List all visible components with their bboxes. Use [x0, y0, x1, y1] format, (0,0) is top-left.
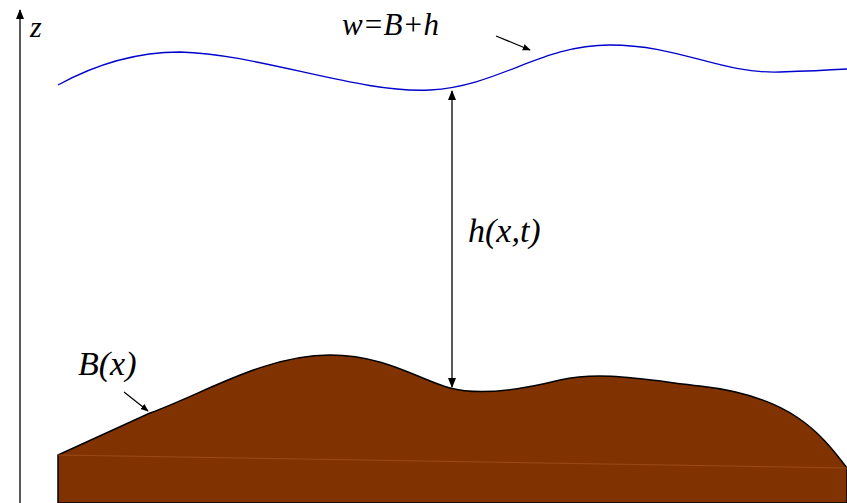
- water-surface: [58, 45, 847, 90]
- bed-edge: [58, 455, 847, 468]
- z-axis: [19, 10, 20, 503]
- surface-leader: [496, 36, 530, 50]
- depth-label: h(x,t): [468, 212, 541, 249]
- surface-label: w=B+h: [342, 8, 439, 42]
- bed-leader: [124, 392, 148, 411]
- depth-arrow: [451, 91, 452, 387]
- axis-label: z: [30, 10, 42, 43]
- bed-label: B(x): [78, 345, 137, 382]
